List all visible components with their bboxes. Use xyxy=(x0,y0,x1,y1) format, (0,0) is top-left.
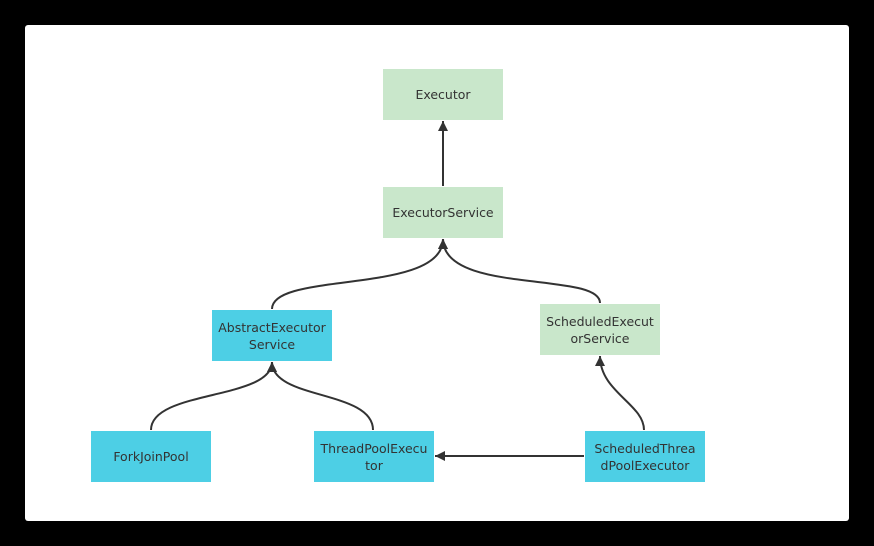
node-executor-service[interactable]: ExecutorService xyxy=(383,187,503,238)
node-executor[interactable]: Executor xyxy=(383,69,503,120)
edge-forkjoinpool-to-abstractexecutorservice xyxy=(150,361,277,431)
node-scheduled-executor-service-label: ScheduledExecutorService xyxy=(546,313,654,346)
node-fork-join-pool[interactable]: ForkJoinPool xyxy=(91,431,211,482)
node-fork-join-pool-label: ForkJoinPool xyxy=(113,449,189,464)
node-thread-pool-executor-label: ThreadPoolExecutor xyxy=(320,440,428,473)
edge-abstractexecutorservice-to-executorservice xyxy=(271,238,448,310)
edge-scheduledexecutorservice-to-executorservice xyxy=(438,238,601,304)
edge-scheduledthreadpoolexecutor-to-scheduledexecutorservice xyxy=(595,355,645,431)
node-scheduled-thread-pool-executor-label: ScheduledThreadPoolExecutor xyxy=(594,440,696,473)
node-abstract-executor-service-label: AbstractExecutorService xyxy=(218,319,326,352)
node-scheduled-thread-pool-executor[interactable]: ScheduledThreadPoolExecutor xyxy=(585,431,705,482)
node-executor-label: Executor xyxy=(415,87,471,102)
edge-threadpoolexecutor-to-abstractexecutorservice xyxy=(267,361,374,431)
node-scheduled-executor-service[interactable]: ScheduledExecutorService xyxy=(540,304,660,355)
node-executor-service-label: ExecutorService xyxy=(392,205,494,220)
node-abstract-executor-service[interactable]: AbstractExecutorService xyxy=(212,310,332,361)
node-thread-pool-executor[interactable]: ThreadPoolExecutor xyxy=(314,431,434,482)
